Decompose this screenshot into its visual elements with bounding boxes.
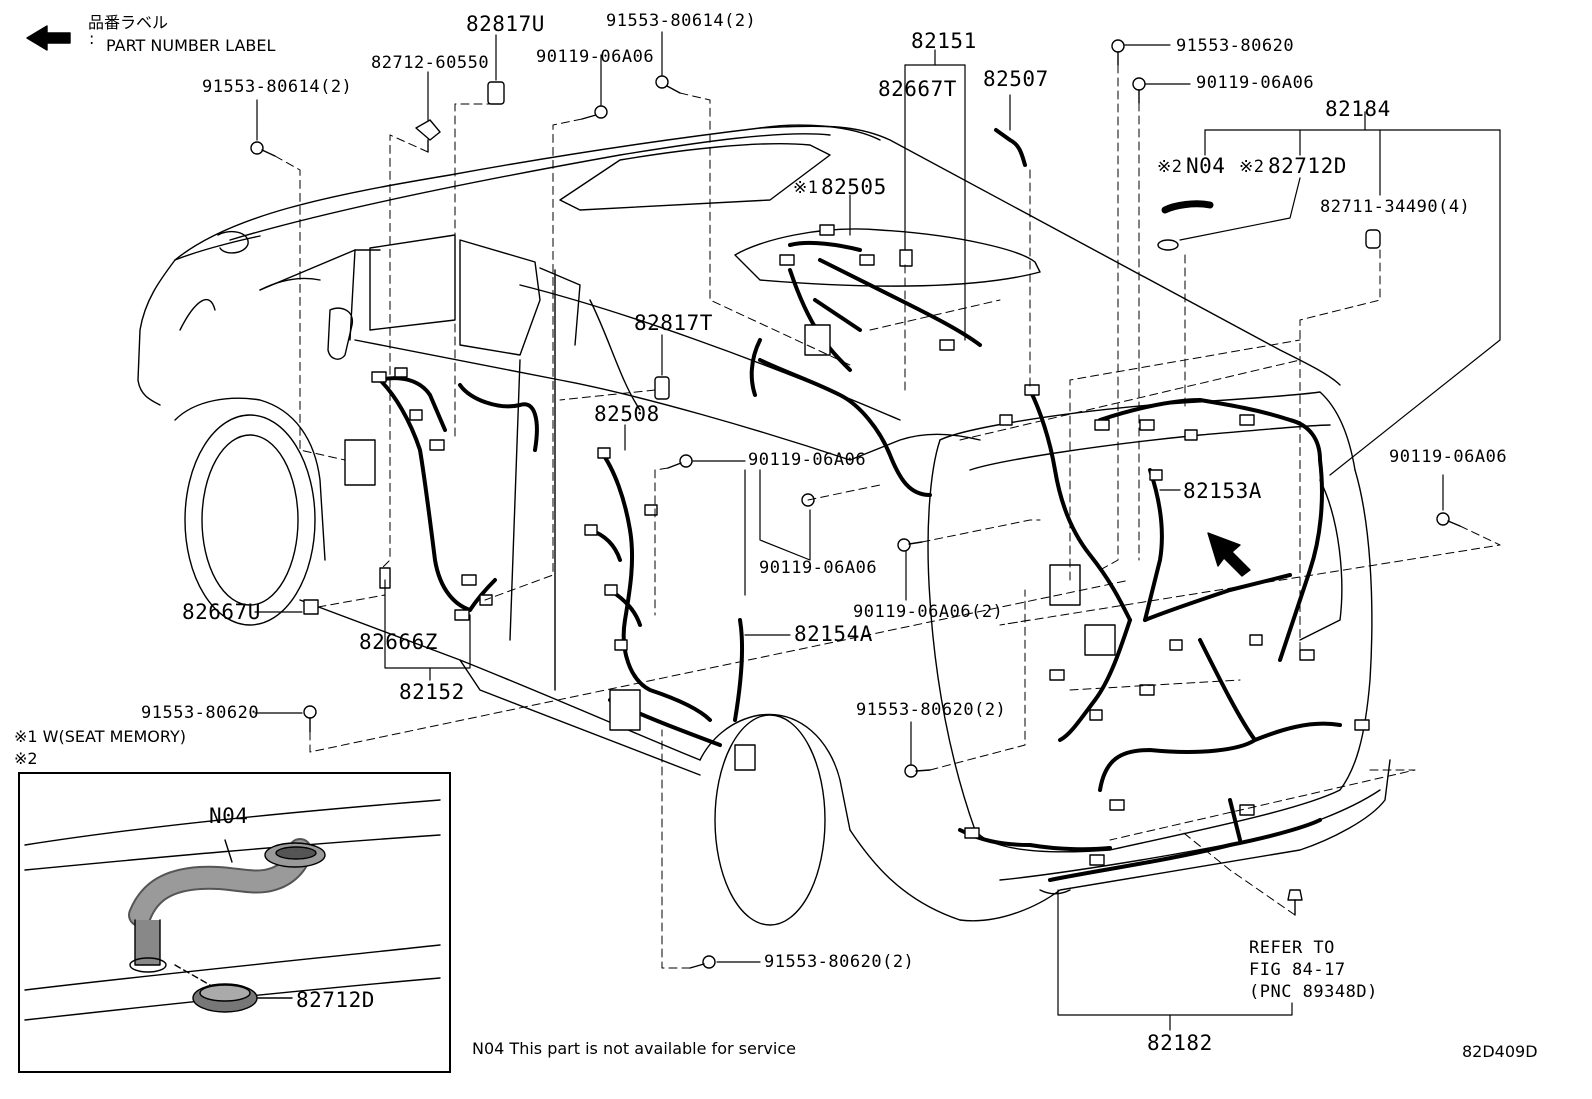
part-82154A: 82154A bbox=[794, 622, 873, 646]
inset-label-82712D: 82712D bbox=[296, 988, 375, 1012]
part-90119-06A06-c: 90119-06A06 bbox=[748, 450, 867, 470]
refer-to-text: REFER TO bbox=[1249, 938, 1335, 958]
part-91553-80620-2-bottom: 91553-80620(2) bbox=[764, 952, 915, 972]
vehicle-body-outline bbox=[137, 124, 1391, 926]
part-82505-note-mark: ※1 bbox=[793, 178, 819, 198]
part-82508: 82508 bbox=[594, 402, 660, 426]
part-82667U: 82667U bbox=[182, 600, 261, 624]
connectors bbox=[344, 224, 1370, 866]
part-91553-80620-left: 91553-80620 bbox=[141, 703, 260, 723]
refer-fig-text: FIG 84-17 bbox=[1249, 960, 1346, 980]
inset-label-N04: N04 bbox=[209, 804, 249, 828]
pointer-arrow-icon bbox=[1207, 532, 1251, 577]
part-82712D-note-mark: ※2 bbox=[1239, 157, 1265, 177]
part-82712-60550: 82712-60550 bbox=[371, 53, 490, 73]
part-82505: 82505 bbox=[821, 175, 887, 199]
part-91553-80620-top: 91553-80620 bbox=[1176, 36, 1295, 56]
part-82182: 82182 bbox=[1147, 1031, 1213, 1055]
n04-service-note: N04 This part is not available for servi… bbox=[472, 1039, 796, 1058]
dashed-leaders bbox=[274, 64, 1501, 969]
part-91553-80614-2-b: 91553-80614(2) bbox=[202, 77, 353, 97]
part-91553-80620-2-mid: 91553-80620(2) bbox=[856, 700, 1007, 720]
part-91553-80614-2-a: 91553-80614(2) bbox=[606, 11, 757, 31]
wire-harnesses bbox=[378, 240, 1342, 882]
part-90119-06A06-2: 90119-06A06(2) bbox=[853, 602, 1004, 622]
part-82711-34490-4: 82711-34490(4) bbox=[1320, 197, 1471, 217]
legend-colon: : bbox=[89, 29, 95, 48]
part-90119-06A06-d: 90119-06A06 bbox=[759, 558, 878, 578]
note-seat-memory: ※1 W(SEAT MEMORY) bbox=[14, 727, 186, 746]
part-82817U: 82817U bbox=[466, 12, 545, 36]
part-N04-note-mark: ※2 bbox=[1157, 157, 1183, 177]
legend-english-text: PART NUMBER LABEL bbox=[106, 36, 276, 55]
part-82153A: 82153A bbox=[1183, 479, 1262, 503]
part-N04: N04 bbox=[1186, 154, 1226, 178]
part-82667T: 82667T bbox=[878, 77, 957, 101]
part-90119-06A06-a: 90119-06A06 bbox=[536, 47, 655, 67]
part-82817T: 82817T bbox=[634, 311, 713, 335]
inset-box bbox=[18, 772, 451, 1073]
part-90119-06A06-e: 90119-06A06 bbox=[1389, 447, 1508, 467]
part-82184: 82184 bbox=[1325, 97, 1391, 121]
part-82152: 82152 bbox=[399, 680, 465, 704]
fasteners bbox=[250, 39, 1461, 969]
part-82507: 82507 bbox=[983, 67, 1049, 91]
note-2-mark: ※2 bbox=[14, 749, 38, 768]
left-arrow-icon bbox=[26, 25, 71, 51]
part-82666Z: 82666Z bbox=[359, 630, 438, 654]
diagram-id: 82D409D bbox=[1462, 1042, 1538, 1061]
legend-japanese-text: 品番ラベル bbox=[88, 13, 169, 32]
inset-drawing bbox=[24, 799, 441, 1021]
part-82712D: 82712D bbox=[1268, 154, 1347, 178]
part-90119-06A06-b: 90119-06A06 bbox=[1196, 73, 1315, 93]
part-82151: 82151 bbox=[911, 29, 977, 53]
refer-pnc-text: (PNC 89348D) bbox=[1249, 982, 1378, 1002]
